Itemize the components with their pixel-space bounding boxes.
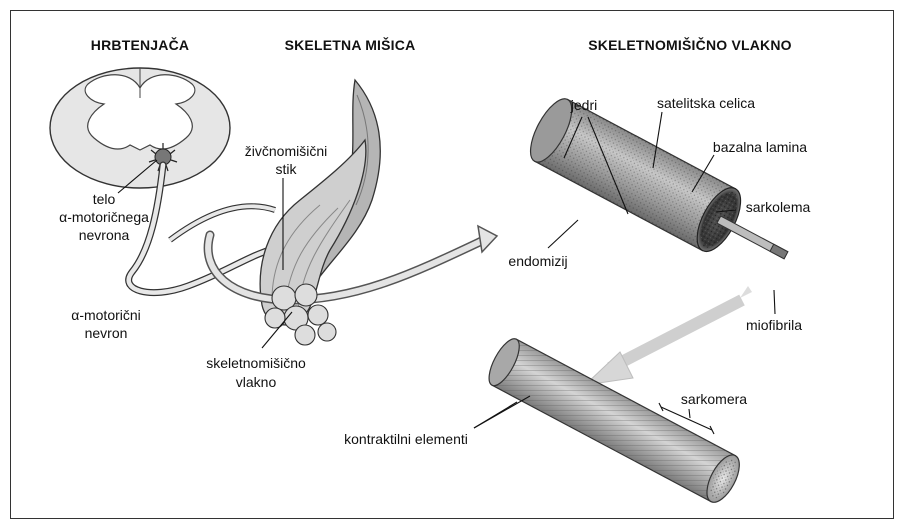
header-muscle-fiber: SKELETNOMIŠIČNO VLAKNO bbox=[588, 36, 792, 53]
header-spinal-cord: HRBTENJAČA bbox=[91, 36, 189, 53]
label-nuclei: jedri bbox=[570, 97, 597, 113]
label-motor-neuron-line1: α-motorični bbox=[71, 307, 141, 323]
header-skeletal-muscle: SKELETNA MIŠICA bbox=[285, 36, 416, 53]
label-motor-neuron-line2: nevron bbox=[85, 325, 128, 341]
label-fiber-left-line2: vlakno bbox=[236, 374, 277, 390]
label-nmj-line1: živčnomišični bbox=[245, 143, 327, 159]
label-satellite-cell: satelitska celica bbox=[657, 95, 755, 111]
label-myofibril: miofibrila bbox=[746, 317, 802, 333]
label-neuron-body-line3: nevrona bbox=[79, 227, 130, 243]
spinal-cord-illustration bbox=[50, 68, 230, 188]
magnification-arrow bbox=[585, 286, 752, 385]
label-neuron-body-line1: telo bbox=[93, 191, 116, 207]
label-nmj-line2: stik bbox=[276, 161, 298, 177]
label-endomysium: endomizij bbox=[508, 253, 567, 269]
label-contractile-elements: kontraktilni elementi bbox=[344, 431, 468, 447]
label-sarcomere: sarkomera bbox=[681, 391, 747, 407]
label-fiber-left-line1: skeletnomišično bbox=[206, 355, 306, 371]
label-basal-lamina: bazalna lamina bbox=[713, 139, 807, 155]
label-sarcolemma: sarkolema bbox=[746, 199, 811, 215]
label-neuron-body-line2: α-motoričnega bbox=[59, 209, 149, 225]
skeletal-muscle-illustration bbox=[208, 80, 497, 345]
